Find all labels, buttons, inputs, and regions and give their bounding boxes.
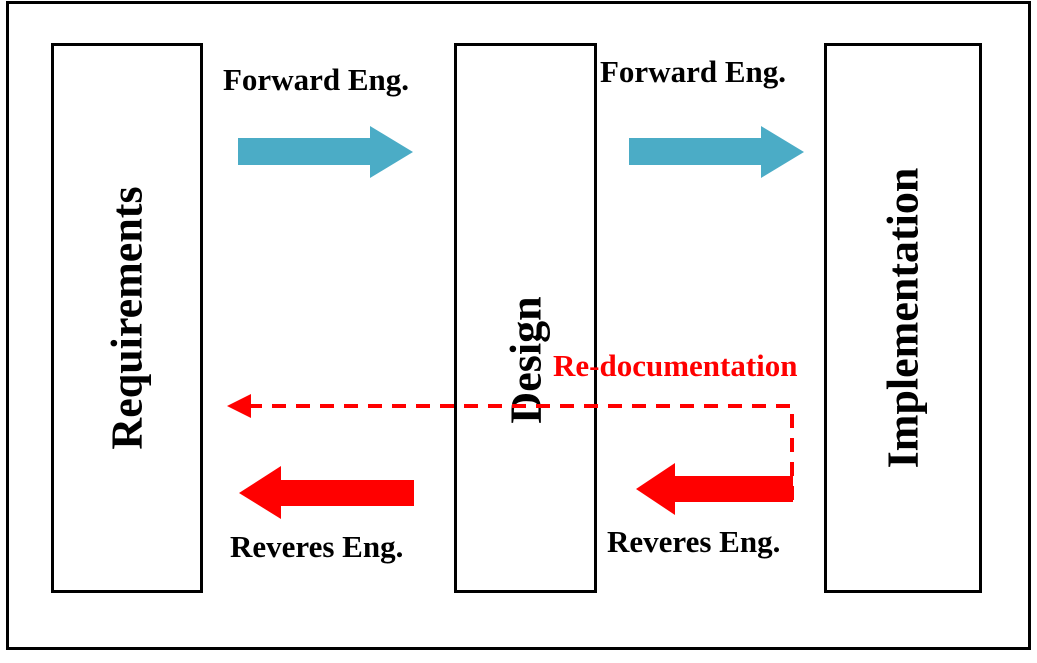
redocumentation-label: Re-documentation <box>553 348 798 383</box>
stage-label-design: Design <box>501 296 550 424</box>
forward-eng-label-1: Forward Eng. <box>223 62 409 97</box>
reverse-eng-label-1: Reveres Eng. <box>230 529 404 564</box>
stage-label-implementation: Implementation <box>878 167 928 469</box>
stage-implementation: Implementation <box>824 43 982 593</box>
stage-label-requirements: Requirements <box>102 186 152 450</box>
reverse-eng-label-2: Reveres Eng. <box>607 524 781 559</box>
stage-design: Design <box>454 43 597 593</box>
stage-requirements: Requirements <box>51 43 203 593</box>
forward-eng-label-2: Forward Eng. <box>600 54 786 89</box>
diagram-frame <box>6 1 1031 650</box>
